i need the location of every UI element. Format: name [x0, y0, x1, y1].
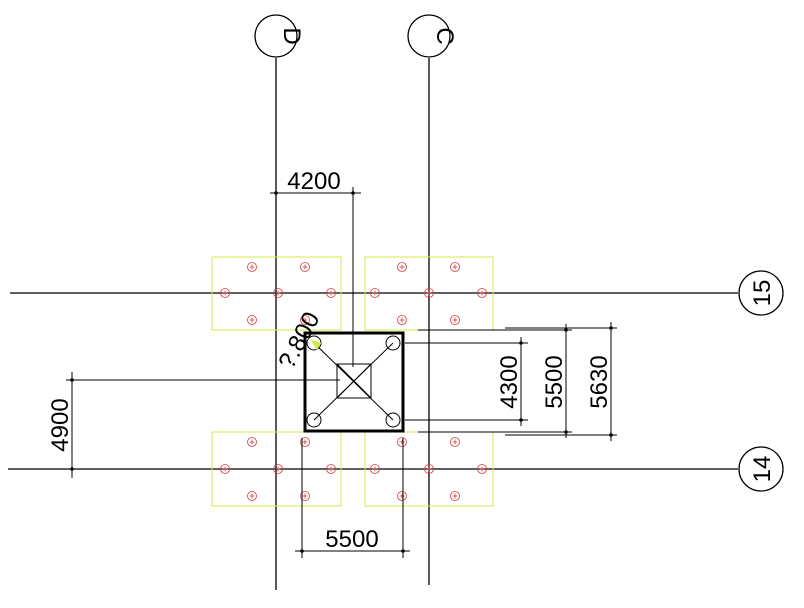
dimension-left: 4900: [47, 372, 340, 478]
column-cross-2: [336, 363, 372, 399]
pile-marker: [370, 288, 380, 298]
anchor-bolt-bl: [306, 412, 322, 428]
pile-cap-bottom-left: [211, 431, 342, 507]
grid-label-d: D: [278, 27, 305, 44]
grid-bubble-14: 14: [738, 446, 784, 492]
pile-marker: [397, 491, 407, 501]
pile-marker: [326, 464, 336, 474]
dimension-right-c-label: 5630: [586, 355, 613, 408]
grid-label-c: C: [431, 27, 458, 44]
dimension-bottom: 5500: [295, 438, 410, 558]
grid-label-15: 15: [749, 280, 776, 307]
pile-marker: [273, 464, 283, 474]
anchor-bolt-tr: [385, 335, 401, 351]
leader-arrow-icon: [310, 339, 322, 351]
column-base-plate: [303, 331, 405, 433]
dimension-bottom-label: 5500: [325, 526, 378, 553]
pile-marker: [424, 464, 434, 474]
dimension-right-group: 4300 5500 5630: [405, 322, 617, 441]
dimension-diagonal-label: ?.800: [273, 308, 325, 374]
pile-marker: [247, 437, 257, 447]
pile-marker: [247, 262, 257, 272]
anchor-bolt-br: [385, 412, 401, 428]
dimension-top-label: 4200: [287, 168, 340, 195]
pile-marker: [300, 437, 310, 447]
pile-marker: [220, 464, 230, 474]
pile-marker: [370, 464, 380, 474]
dimension-diagonal: ?.800: [273, 308, 325, 374]
pile-marker: [397, 437, 407, 447]
dimension-top: 4200: [270, 168, 361, 367]
pile-marker: [220, 288, 230, 298]
pile-marker: [450, 315, 460, 325]
grid-bubble-15: 15: [738, 270, 784, 316]
pile-marker: [300, 315, 310, 325]
pile-group: [220, 262, 487, 501]
pile-marker: [300, 491, 310, 501]
column-section: [336, 363, 372, 399]
pile-marker: [326, 288, 336, 298]
grid-label-14: 14: [749, 456, 776, 483]
grid-bubble-c: C: [407, 14, 458, 58]
pile-marker: [273, 288, 283, 298]
pile-cap-top-left: [211, 256, 342, 331]
pile-marker: [450, 491, 460, 501]
pile-marker: [450, 437, 460, 447]
pile-marker: [477, 288, 487, 298]
pile-marker: [247, 315, 257, 325]
pile-marker: [247, 491, 257, 501]
dimension-left-label: 4900: [47, 398, 74, 451]
pile-marker: [450, 262, 460, 272]
pile-marker: [397, 315, 407, 325]
pile-marker: [477, 464, 487, 474]
dimension-right-a-label: 4300: [496, 355, 523, 408]
pile-marker: [424, 288, 434, 298]
dimension-right-b-label: 5500: [541, 355, 568, 408]
grid-bubble-d: D: [254, 14, 305, 58]
pile-marker: [397, 262, 407, 272]
pile-marker: [300, 262, 310, 272]
